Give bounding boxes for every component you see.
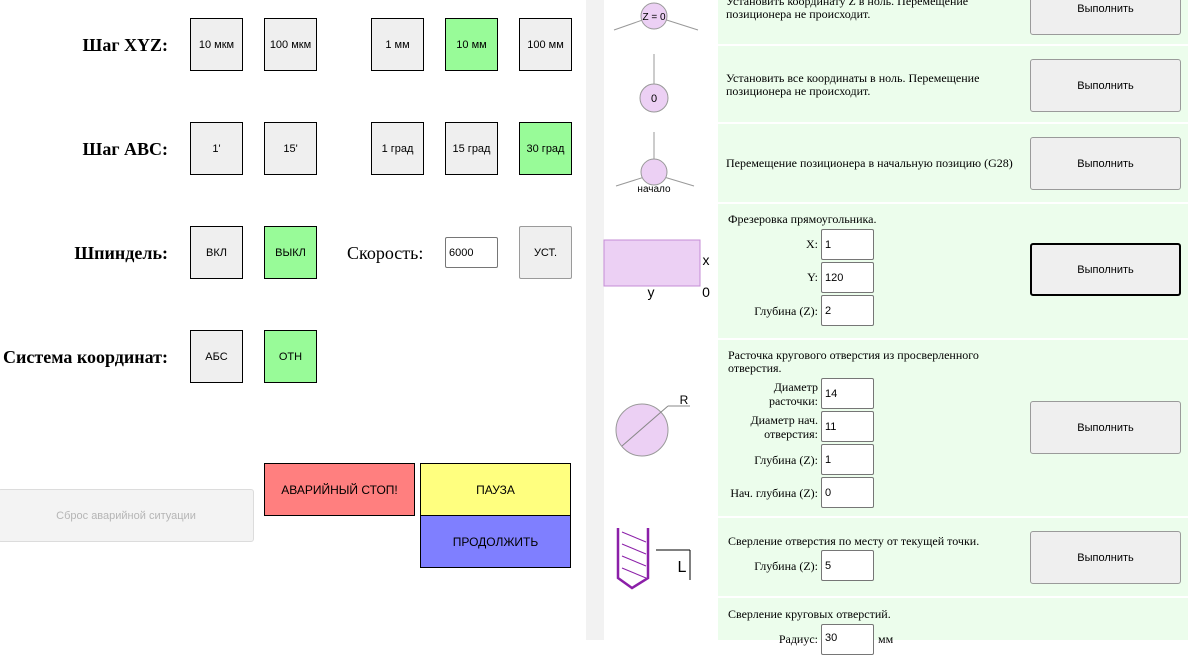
rectangle-icon: x y 0 [603,239,710,300]
rect-mill-title: Фрезеровка прямоугольника. [728,212,877,226]
zero-z-execute-button[interactable]: Выполнить [1030,0,1181,35]
step-abc-1min-button[interactable]: 1' [190,122,243,175]
bore-diam-input[interactable]: 14 [821,378,874,409]
drill-icon: L [616,528,691,590]
bore-depth-input[interactable]: 1 [821,444,874,475]
zero-z-icon: Z = 0 [613,2,699,31]
rect-icon-zero: 0 [702,284,710,300]
home-description: Перемещение позиционера в начальную пози… [726,156,1013,170]
bore-execute-button[interactable]: Выполнить [1030,401,1181,454]
rect-y-input[interactable]: 120 [821,262,874,293]
coord-abs-button[interactable]: АБС [190,330,243,383]
drill-depth-input[interactable]: 5 [821,550,874,581]
spindle-off-button[interactable]: ВЫКЛ [264,226,317,279]
resume-button[interactable]: ПРОДОЛЖИТЬ [420,515,571,568]
bore-start-depth-input[interactable]: 0 [821,477,874,508]
step-xyz-10um-button[interactable]: 10 мкм [190,18,243,71]
step-abc-30deg-button[interactable]: 30 град [519,122,572,175]
reset-emergency-button[interactable]: Сброс аварийной ситуации [0,489,254,542]
zero-z-icon-label: Z = 0 [642,12,666,23]
bore-title: Расточка кругового отверстия из просверл… [728,348,979,375]
rect-icon-x: x [703,252,710,268]
drill-icon-l: L [678,559,687,576]
coord-system-label: Система координат: [3,347,168,367]
step-xyz-100um-button[interactable]: 100 мкм [264,18,317,71]
zero-z-description: Установить координату Z в ноль. Перемеще… [726,0,969,21]
bore-start-diam-input[interactable]: 11 [821,411,874,442]
zero-all-icon: 0 [639,54,669,113]
rect-x-input[interactable]: 1 [821,229,874,260]
pane-divider [586,0,604,640]
step-xyz-1mm-button[interactable]: 1 мм [371,18,424,71]
circ-holes-title: Сверление круговых отверстий. [728,607,891,621]
step-abc-15min-button[interactable]: 15' [264,122,317,175]
coord-rel-button[interactable]: ОТН [264,330,317,383]
rect-mill-execute-button[interactable]: Выполнить [1030,243,1181,296]
spindle-label: Шпиндель: [74,243,168,263]
step-xyz-100mm-button[interactable]: 100 мм [519,18,572,71]
rect-y-label: Y: [807,270,818,284]
zero-all-description: Установить все координаты в ноль. Переме… [726,71,980,98]
step-xyz-10mm-button[interactable]: 10 мм [445,18,498,71]
step-abc-label: Шаг ABC: [82,139,168,159]
step-xyz-label: Шаг XYZ: [82,35,168,55]
bore-icon-r: R [680,393,689,407]
pause-button[interactable]: ПАУЗА [420,463,571,516]
rect-icon-y: y [648,284,655,300]
bore-circle-icon: R [615,393,690,457]
circ-radius-label: Радиус: [778,632,818,646]
spindle-on-button[interactable]: ВКЛ [190,226,243,279]
emergency-stop-button[interactable]: АВАРИЙНЫЙ СТОП! [264,463,415,516]
zero-all-icon-label: 0 [651,93,657,105]
speed-set-button[interactable]: УСТ. [519,226,572,279]
bore-diam-label: Диаметр расточки: [768,380,818,408]
bore-depth-label: Глубина (Z): [754,453,818,467]
home-execute-button[interactable]: Выполнить [1030,137,1181,190]
speed-label: Скорость: [347,243,424,263]
bore-start-diam-label: Диаметр нач. отверстия: [750,413,818,441]
step-abc-1deg-button[interactable]: 1 град [371,122,424,175]
drill-depth-label: Глубина (Z): [754,559,818,573]
drill-execute-button[interactable]: Выполнить [1030,531,1181,584]
circ-holes-card [718,598,1188,640]
drill-title: Сверление отверстия по месту от текущей … [728,534,980,548]
circ-radius-unit: мм [878,632,894,646]
rect-x-label: X: [806,237,818,251]
home-position-icon: начало [615,132,695,195]
bore-start-depth-label: Нач. глубина (Z): [730,486,818,500]
step-abc-15deg-button[interactable]: 15 град [445,122,498,175]
home-icon-label: начало [637,184,671,195]
zero-all-execute-button[interactable]: Выполнить [1030,59,1181,112]
speed-input[interactable]: 6000 [445,237,498,268]
rect-depth-label: Глубина (Z): [754,304,818,318]
rect-depth-input[interactable]: 2 [821,295,874,326]
